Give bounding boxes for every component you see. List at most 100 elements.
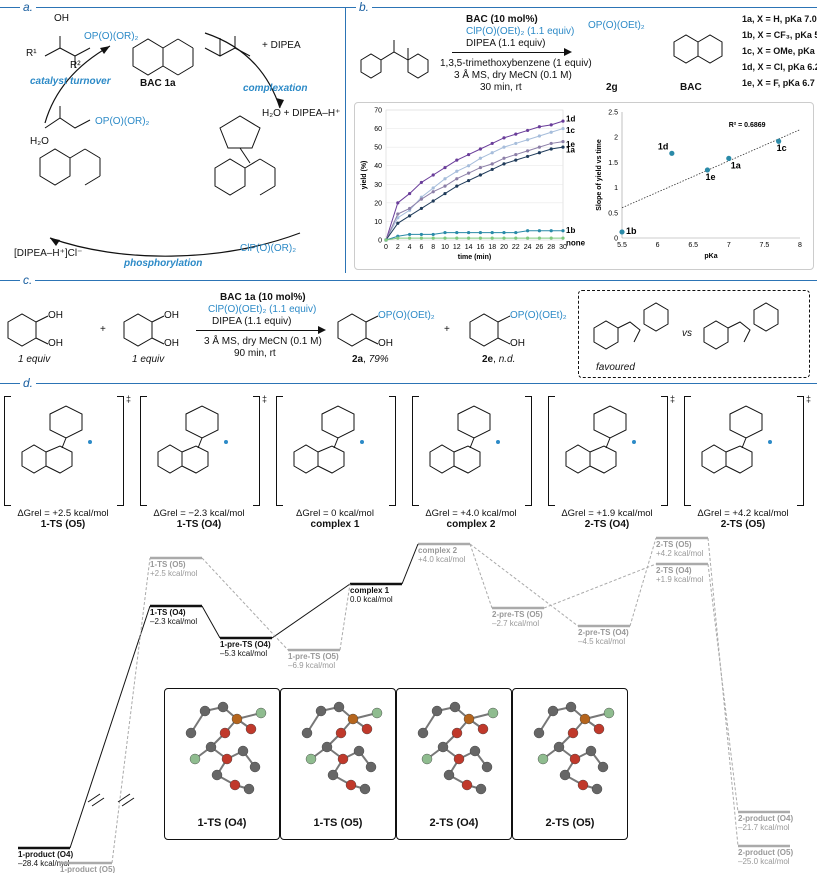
ts-dagger: ‡ [806, 394, 812, 404]
panel-c-p1-yield: 79% [368, 354, 389, 365]
energy-level-name: 2-product (O4) [738, 814, 793, 823]
panel-b-bac-structure [673, 34, 723, 64]
favoured-label: favoured [596, 362, 635, 373]
data-point-1e [443, 184, 447, 188]
data-point-1e [408, 206, 412, 211]
energy-level-value: +1.9 kcal/mol [656, 575, 704, 584]
energy-connector [111, 557, 151, 864]
energy-level-name: 1-TS (O4) [150, 608, 186, 617]
panel-c-p2-label: 2e, n.d. [482, 354, 516, 365]
line-chart-xtick: 30 [559, 244, 567, 251]
energy-level-name: complex 2 [418, 546, 458, 555]
panel-a-byproduct: H₂O + DIPEA–H⁺ [262, 108, 341, 119]
scatter-xtick: 5.5 [617, 242, 627, 249]
model-label: 1-TS (O4) [197, 817, 247, 829]
data-point-1e [455, 177, 459, 181]
energy-level-name: complex 1 [350, 586, 390, 595]
data-point-none [478, 236, 482, 240]
series-line-none [385, 237, 563, 241]
energy-level-value: –4.5 kcal/mol [578, 637, 625, 646]
data-point-1a [396, 221, 400, 225]
panel-c-cond5: 90 min, rt [234, 348, 276, 359]
structure-drawing [21, 405, 92, 474]
panel-c-p2-yield: n.d. [498, 354, 516, 365]
data-point-1d [455, 158, 459, 162]
data-point-1d [549, 123, 553, 127]
data-point-none [384, 238, 388, 242]
series-line-1e [385, 141, 564, 241]
energy-connector [629, 537, 657, 627]
energy-connector [543, 563, 657, 609]
series-label-1b: 1b [566, 226, 575, 235]
bracket [4, 396, 124, 506]
bracket [684, 396, 804, 506]
series-label-1a: 1a [566, 146, 575, 155]
scatter-ytick: 2 [614, 135, 618, 142]
data-point-1b [490, 230, 494, 235]
energy-level-value: –25.0 kcal/mol [738, 857, 790, 866]
line-chart-ytick: 10 [374, 219, 382, 226]
favoured-comparison-box [578, 290, 810, 378]
energy-level-value: –6.9 kcal/mol [288, 661, 335, 670]
energy-level-name: 2-TS (O5) [656, 540, 692, 549]
line-chart-ytick: 0 [378, 238, 382, 245]
model-box-4: 2-TS (O5) [512, 688, 628, 840]
data-point-1e [514, 152, 518, 157]
catalytic-cycle-diagram [39, 32, 301, 257]
panel-a-cyclic-group: OP(O)(OR)₂ [95, 116, 150, 127]
data-point-1d [490, 141, 494, 146]
panel-b-cond6: 30 min, rt [480, 82, 522, 93]
scatter-point-1c [776, 138, 782, 144]
panel-c-cond3: DIPEA (1.1 equiv) [212, 316, 292, 327]
panel-a-salt: [DIPEA–H⁺]Cl⁻ [14, 248, 83, 259]
data-point-1e [490, 162, 494, 166]
series-line-1d [385, 120, 564, 241]
data-point-1b [455, 230, 459, 235]
line-chart-ytick: 70 [374, 108, 382, 115]
data-point-1d [502, 136, 506, 140]
data-point-1c [455, 169, 459, 173]
scatter-xtick: 6.5 [688, 242, 698, 249]
data-point-1e [431, 190, 435, 194]
data-point-1a [549, 147, 553, 151]
panel-a-r1: R¹ [26, 48, 37, 59]
structure-energy: ΔGrel = 0 kcal/mol [296, 508, 374, 519]
data-point-1d [419, 180, 423, 185]
line-chart-xtick: 16 [477, 244, 485, 251]
scatter-r2: R² = 0.6869 [729, 122, 766, 129]
data-point-1b [419, 232, 423, 237]
panel-a-reagent: ClP(O)(OR)₂ [240, 243, 297, 254]
data-point-1e [396, 212, 400, 216]
panel-a-r2: R² [70, 60, 81, 71]
panel-c-p2-oh: OH [510, 338, 525, 349]
energy-level-value: –2.7 kcal/mol [492, 619, 539, 628]
energy-level-name: 1-product (O5) [60, 865, 115, 873]
ts-dagger: ‡ [126, 394, 132, 404]
line-chart-xtick: 20 [500, 244, 508, 251]
structure-drawing [157, 405, 228, 474]
panel-c-r1-equiv: 1 equiv [18, 354, 51, 365]
section-label-b: b. [356, 0, 373, 14]
data-point-1c [478, 156, 482, 160]
panel-c-p1-oh: OH [378, 338, 393, 349]
molecular-model [185, 701, 267, 795]
favoured-structures [593, 302, 779, 350]
energy-level-name: 2-pre-TS (O4) [578, 628, 629, 637]
structure-energy: ΔGrel = +4.0 kcal/mol [425, 508, 517, 519]
energy-level-value: –2.3 kcal/mol [150, 617, 197, 626]
data-point-1c [443, 177, 447, 181]
panel-c-r2-equiv: 1 equiv [132, 354, 165, 365]
scatter-trendline [621, 129, 801, 209]
bracket [412, 396, 532, 506]
data-point-none [396, 236, 400, 240]
energy-connector [201, 605, 221, 639]
data-point-1d [514, 132, 518, 136]
line-chart-xtick: 14 [465, 244, 473, 251]
panel-a-complexation: complexation [243, 83, 308, 94]
data-point-1a [478, 173, 482, 177]
data-point-none [408, 236, 412, 240]
